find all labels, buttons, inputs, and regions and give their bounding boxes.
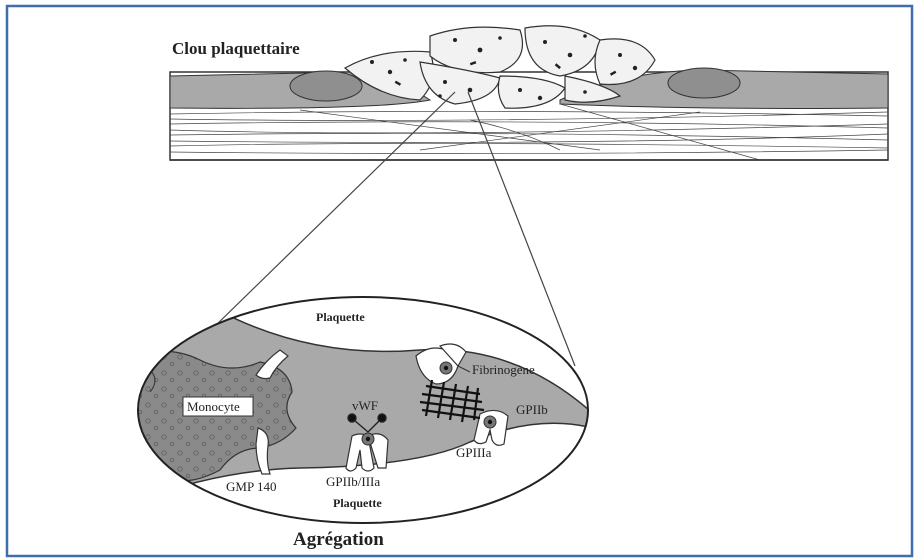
- label-monocyte: Monocyte: [187, 399, 240, 414]
- label-gpiib: GPIIb: [516, 402, 548, 417]
- label-gpiib-iiia: GPIIb/IIIa: [326, 474, 380, 489]
- gpiib-iiia-receptor: [346, 433, 388, 471]
- bottom-title: Agrégation: [293, 529, 384, 550]
- label-gpiiia: GPIIIa: [456, 445, 492, 460]
- label-plaquette-bottom: Plaquette: [333, 496, 382, 510]
- label-plaquette-top: Plaquette: [316, 310, 365, 324]
- label-gmp140: GMP 140: [226, 479, 276, 494]
- top-title: Clou plaquettaire: [172, 39, 300, 58]
- label-fibrinogene: Fibrinogène: [472, 362, 535, 377]
- nucleus-left: [290, 71, 362, 101]
- nucleus-right: [668, 68, 740, 98]
- label-vwf: vWF: [352, 398, 378, 413]
